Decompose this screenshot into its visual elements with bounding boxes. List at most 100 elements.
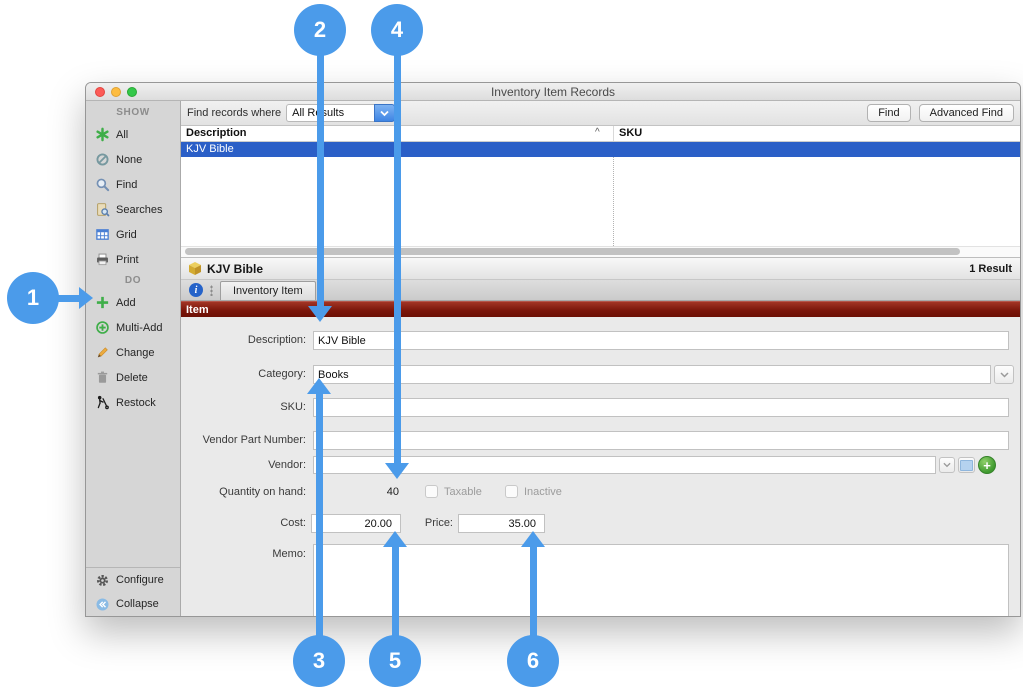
vendor-browse-button[interactable] (958, 457, 975, 473)
horizontal-scrollbar (181, 246, 1020, 257)
category-label: Category: (258, 368, 306, 380)
sidebar-item-grid[interactable]: Grid (86, 222, 180, 247)
category-dropdown-button[interactable] (994, 365, 1014, 384)
sidebar-item-label: Restock (116, 396, 156, 409)
collapse-icon (96, 598, 109, 610)
item-form: Description: Category: SKU: Vendor Part … (181, 317, 1020, 616)
sidebar-item-label: Configure (116, 574, 164, 586)
taxable-checkbox[interactable] (425, 485, 438, 498)
price-field[interactable] (458, 514, 545, 533)
price-label: Price: (424, 517, 453, 529)
sidebar-item-delete[interactable]: Delete (86, 365, 180, 390)
callout-5-line (392, 547, 399, 636)
sidebar-item-label: Searches (116, 203, 163, 216)
slash-circle-icon (96, 153, 109, 166)
callout-2-arrow-icon (308, 306, 332, 322)
item-cube-icon (189, 262, 201, 275)
record-list: KJV Bible (181, 142, 1020, 246)
sidebar-item-label: Multi-Add (116, 321, 163, 334)
sidebar-item-add[interactable]: Add (86, 290, 180, 315)
callout-3-line (316, 394, 323, 636)
window-title: Inventory Item Records (490, 84, 616, 99)
sidebar: SHOW All None Find Searches (86, 101, 181, 616)
chevron-down-icon (943, 462, 951, 468)
sidebar-item-label: Delete (116, 371, 148, 384)
sidebar-item-searches[interactable]: Searches (86, 197, 180, 222)
filter-dropdown-button[interactable] (374, 104, 396, 122)
sidebar-item-label: Change (116, 346, 155, 359)
app-window: Inventory Item Records SHOW All None Fin… (85, 82, 1021, 617)
callout-6-badge: 6 (507, 635, 559, 687)
sidebar-do-header: DO (124, 275, 142, 286)
vendor-part-number-field[interactable] (313, 431, 1009, 450)
grid-icon (96, 229, 109, 240)
sidebar-item-label: None (116, 153, 143, 166)
minimize-window-button[interactable] (111, 87, 121, 97)
record-list-header: Description ^ SKU (181, 126, 1020, 142)
column-header-sku[interactable]: SKU (619, 127, 643, 139)
saved-searches-icon (97, 203, 110, 217)
memo-field[interactable] (313, 544, 1009, 616)
quantity-on-hand-value: 40 (386, 486, 399, 498)
record-row-selected[interactable]: KJV Bible (181, 142, 1020, 157)
category-field[interactable] (313, 365, 991, 384)
column-divider[interactable] (613, 126, 614, 141)
magnifier-icon (96, 178, 110, 192)
record-title: KJV Bible (207, 261, 264, 276)
column-divider-dotted (613, 142, 614, 246)
vendor-add-button[interactable]: + (978, 456, 996, 474)
inactive-checkbox[interactable] (505, 485, 518, 498)
sidebar-item-find[interactable]: Find (86, 172, 180, 197)
traffic-lights (95, 87, 137, 97)
main-panel: Find records where All Results Find Adva… (181, 101, 1020, 616)
sku-label: SKU: (280, 401, 306, 413)
advanced-find-button[interactable]: Advanced Find (918, 104, 1014, 122)
window-titlebar: Inventory Item Records (86, 83, 1020, 101)
sidebar-item-all[interactable]: All (86, 122, 180, 147)
close-window-button[interactable] (95, 87, 105, 97)
vendor-part-number-label: Vendor Part Number: (202, 434, 306, 446)
horizontal-scrollbar-thumb[interactable] (185, 248, 960, 255)
sku-field[interactable] (313, 398, 1009, 417)
asterisk-icon (96, 127, 109, 142)
gear-icon (96, 574, 109, 586)
sidebar-divider (86, 567, 180, 568)
callout-1-badge: 1 (7, 272, 59, 324)
sidebar-spacer (86, 415, 180, 567)
find-toolbar: Find records where All Results Find Adva… (181, 101, 1020, 126)
restock-icon (97, 395, 109, 410)
callout-3-badge: 3 (293, 635, 345, 687)
sidebar-item-label: Print (116, 253, 139, 266)
description-field[interactable] (313, 331, 1009, 350)
cost-field[interactable] (311, 514, 401, 533)
sidebar-item-multi-add[interactable]: Multi-Add (86, 315, 180, 340)
drag-handle-dots-icon[interactable] (210, 284, 213, 296)
callout-2-line (317, 55, 324, 306)
sidebar-item-collapse[interactable]: Collapse (86, 592, 180, 616)
sidebar-item-none[interactable]: None (86, 147, 180, 172)
filter-select[interactable]: All Results (286, 104, 396, 122)
trash-icon (97, 371, 108, 383)
sidebar-item-configure[interactable]: Configure (86, 568, 180, 592)
quantity-on-hand-label: Quantity on hand: (219, 486, 306, 498)
sidebar-item-restock[interactable]: Restock (86, 390, 180, 415)
sidebar-item-print[interactable]: Print (86, 247, 180, 272)
sidebar-item-label: Find (116, 178, 138, 191)
vendor-dropdown-button[interactable] (939, 457, 955, 473)
sidebar-show-header: SHOW (116, 107, 150, 118)
column-header-description[interactable]: Description (186, 127, 247, 139)
sidebar-item-change[interactable]: Change (86, 340, 180, 365)
plus-icon: + (983, 457, 991, 473)
tab-inventory-item[interactable]: Inventory Item (220, 281, 316, 300)
find-button[interactable]: Find (867, 104, 911, 122)
taxable-label: Taxable (444, 486, 482, 498)
chevron-down-icon (999, 371, 1009, 378)
callout-5-arrow-icon (383, 531, 407, 547)
vendor-field[interactable] (313, 456, 936, 474)
callout-4-badge: 4 (371, 4, 423, 56)
zoom-window-button[interactable] (127, 87, 137, 97)
detail-tabbar: i Inventory Item (181, 280, 1020, 301)
info-icon[interactable]: i (189, 283, 203, 297)
sidebar-item-label: Grid (116, 228, 137, 241)
